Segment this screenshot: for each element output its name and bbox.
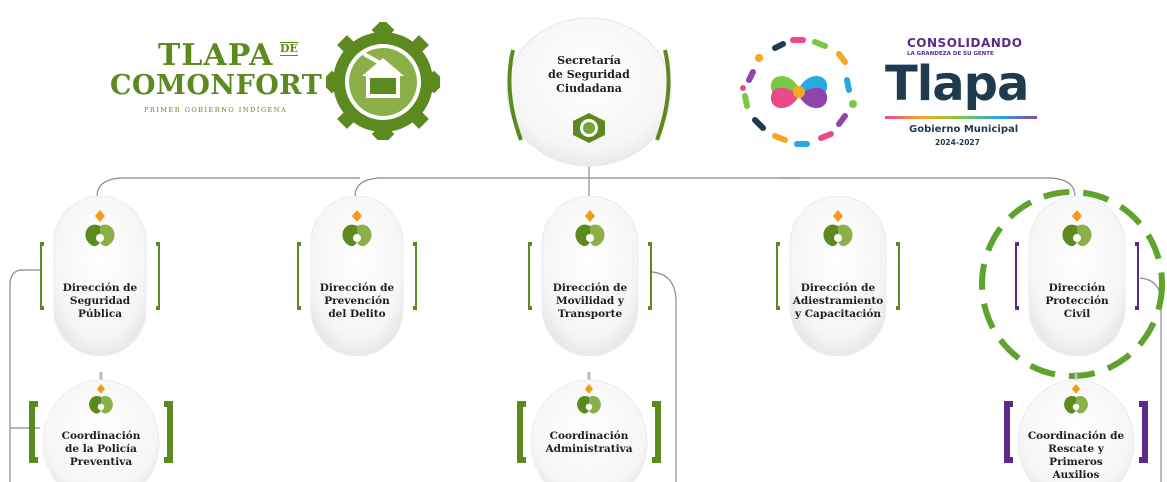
label-line: Pública bbox=[77, 308, 123, 320]
label-line: Coordinación bbox=[61, 430, 141, 442]
logo-word-de: DE bbox=[280, 42, 298, 56]
colorful-flower-icon bbox=[735, 30, 875, 154]
direction-label: Dirección Protección Civil bbox=[1025, 282, 1129, 321]
root-line-2: de Seguridad bbox=[548, 68, 630, 81]
label-line: y Capacitación bbox=[794, 308, 882, 320]
right-logo-big-title: Tlapa bbox=[885, 56, 1029, 112]
leaf-emblem-icon bbox=[339, 210, 375, 254]
leaf-emblem-icon bbox=[1061, 384, 1091, 420]
left-logo: TLAPA DE COMONFORT PRIMER GOBIERNO INDÍG… bbox=[110, 22, 440, 142]
direction-label: Dirección de Movilidad y Transporte bbox=[538, 282, 642, 321]
direction-label: Dirección de Adiestramiento y Capacitaci… bbox=[782, 282, 894, 321]
label-line: Auxilios bbox=[1052, 469, 1100, 481]
label-line: Movilidad y bbox=[556, 295, 624, 307]
right-logo-color-bar bbox=[885, 116, 1037, 119]
label-line: Transporte bbox=[557, 308, 623, 320]
direction-node: Dirección de Seguridad Pública bbox=[40, 196, 160, 356]
seal-icon bbox=[571, 112, 607, 144]
label-line: Civil bbox=[1063, 308, 1091, 320]
leaf-emblem-icon bbox=[820, 210, 856, 254]
leaf-emblem-icon bbox=[574, 384, 604, 420]
label-line: Protección bbox=[1045, 295, 1109, 307]
coordination-node: Coordinación de la Policía Preventiva bbox=[28, 372, 174, 482]
direction-node: Dirección de Movilidad y Transporte bbox=[528, 196, 652, 356]
right-logo: CONSOLIDANDO LA GRANDEZA DE SU GENTE Tla… bbox=[735, 30, 1045, 154]
direction-node: Dirección de Prevención del Delito bbox=[297, 196, 417, 356]
coordination-node: Coordinación de Rescate y Primeros Auxil… bbox=[1003, 372, 1149, 482]
label-line: Adiestramiento bbox=[792, 295, 884, 307]
label-line: Dirección de bbox=[800, 282, 876, 294]
label-line: Seguridad bbox=[69, 295, 131, 307]
label-line: Dirección de bbox=[319, 282, 395, 294]
label-line: Prevención bbox=[324, 295, 390, 307]
logo-word-tlapa: TLAPA bbox=[158, 38, 274, 73]
coordination-node: Coordinación Administrativa bbox=[516, 372, 662, 482]
direction-label: Dirección de Prevención del Delito bbox=[307, 282, 407, 321]
right-logo-years: 2024-2027 bbox=[935, 138, 980, 147]
direction-node-highlighted: Dirección Protección Civil bbox=[1015, 196, 1139, 356]
right-logo-top-line: CONSOLIDANDO bbox=[907, 36, 1023, 50]
municipal-seal-icon bbox=[326, 22, 440, 140]
direction-label: Dirección de Seguridad Pública bbox=[50, 282, 150, 321]
root-line-1: Secretaría bbox=[557, 54, 621, 67]
leaf-emblem-icon bbox=[82, 210, 118, 254]
coordination-label: Coordinación de la Policía Preventiva bbox=[46, 430, 156, 469]
leaf-emblem-icon bbox=[86, 384, 116, 420]
coordination-label: Coordinación Administrativa bbox=[534, 430, 644, 456]
coordination-label: Coordinación de Rescate y Primeros Auxil… bbox=[1017, 430, 1135, 482]
logo-word-comonfort: COMONFORT bbox=[110, 70, 323, 101]
label-line: Dirección de bbox=[62, 282, 138, 294]
label-line: Rescate y bbox=[1048, 443, 1104, 455]
leaf-emblem-icon bbox=[1059, 210, 1095, 254]
label-line: Administrativa bbox=[545, 443, 633, 455]
label-line: Coordinación bbox=[549, 430, 629, 442]
label-line: Coordinación de bbox=[1027, 430, 1125, 442]
root-label: Secretaría de Seguridad Ciudadana bbox=[519, 54, 659, 96]
leaf-emblem-icon bbox=[572, 210, 608, 254]
label-line: de la Policía bbox=[65, 443, 137, 455]
label-line: Dirección de bbox=[552, 282, 628, 294]
label-line: del Delito bbox=[328, 308, 386, 320]
mov-side-line bbox=[651, 271, 677, 482]
right-logo-top-sub: LA GRANDEZA DE SU GENTE bbox=[907, 51, 994, 57]
left-side-line bbox=[9, 269, 40, 482]
root-node: Secretaría de Seguridad Ciudadana bbox=[499, 10, 679, 170]
label-line: Primeros bbox=[1049, 456, 1103, 468]
direction-node: Dirección de Adiestramiento y Capacitaci… bbox=[776, 196, 900, 356]
label-line: Preventiva bbox=[69, 456, 133, 468]
logo-tagline: PRIMER GOBIERNO INDÍGENA bbox=[144, 106, 288, 114]
label-line: Dirección bbox=[1048, 282, 1106, 294]
right-logo-gov: Gobierno Municipal bbox=[909, 124, 1019, 135]
root-line-3: Ciudadana bbox=[556, 82, 622, 95]
